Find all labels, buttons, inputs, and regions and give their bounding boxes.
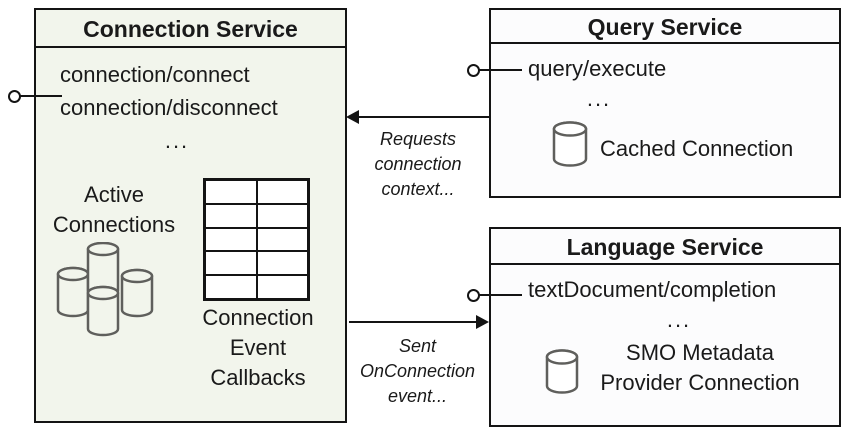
- query-service-title: Query Service: [491, 10, 839, 44]
- cached-connection-database-icon: [552, 121, 588, 167]
- method-connection-disconnect: connection/disconnect: [60, 95, 278, 120]
- requests-arrowhead-left-icon: [346, 110, 359, 124]
- language-methods-ellipsis: ...: [666, 307, 692, 332]
- method-connection-connect: connection/connect: [60, 62, 250, 87]
- language-service-box: Language Service: [489, 227, 841, 427]
- smo-provider-database-icon: [545, 349, 579, 394]
- query-methods-ellipsis: ...: [586, 86, 612, 111]
- connection-interface-stem: [19, 95, 62, 97]
- methods-ellipsis: ...: [164, 128, 190, 153]
- method-query-execute: query/execute: [528, 56, 667, 81]
- method-textdocument-completion: textDocument/completion: [528, 277, 777, 302]
- active-connections-label: Active Connections: [52, 182, 176, 237]
- language-methods-list: textDocument/completion ...: [528, 275, 830, 335]
- query-methods-list: query/execute ...: [528, 54, 670, 114]
- language-interface-stem: [478, 294, 522, 296]
- callbacks-label: Connection Event Callbacks: [202, 305, 314, 390]
- requests-arrow-label: Requests connection context...: [374, 129, 462, 199]
- query-service-box: Query Service: [489, 8, 841, 198]
- smo-provider-label: SMO Metadata Provider Connection: [600, 340, 800, 395]
- language-service-title: Language Service: [491, 229, 839, 265]
- query-interface-stem: [478, 69, 522, 71]
- callbacks-table-grid-icon: [203, 178, 310, 301]
- requests-arrow-line: [358, 116, 489, 118]
- sent-arrow-line: [349, 321, 477, 323]
- cached-connection-label: Cached Connection: [600, 136, 794, 161]
- database-cluster-icon: [56, 242, 154, 337]
- connection-methods-list: connection/connect connection/disconnect…: [60, 58, 294, 157]
- sent-arrow-label: Sent OnConnection event...: [359, 336, 476, 406]
- connection-service-title: Connection Service: [36, 10, 345, 48]
- sent-arrowhead-right-icon: [476, 315, 489, 329]
